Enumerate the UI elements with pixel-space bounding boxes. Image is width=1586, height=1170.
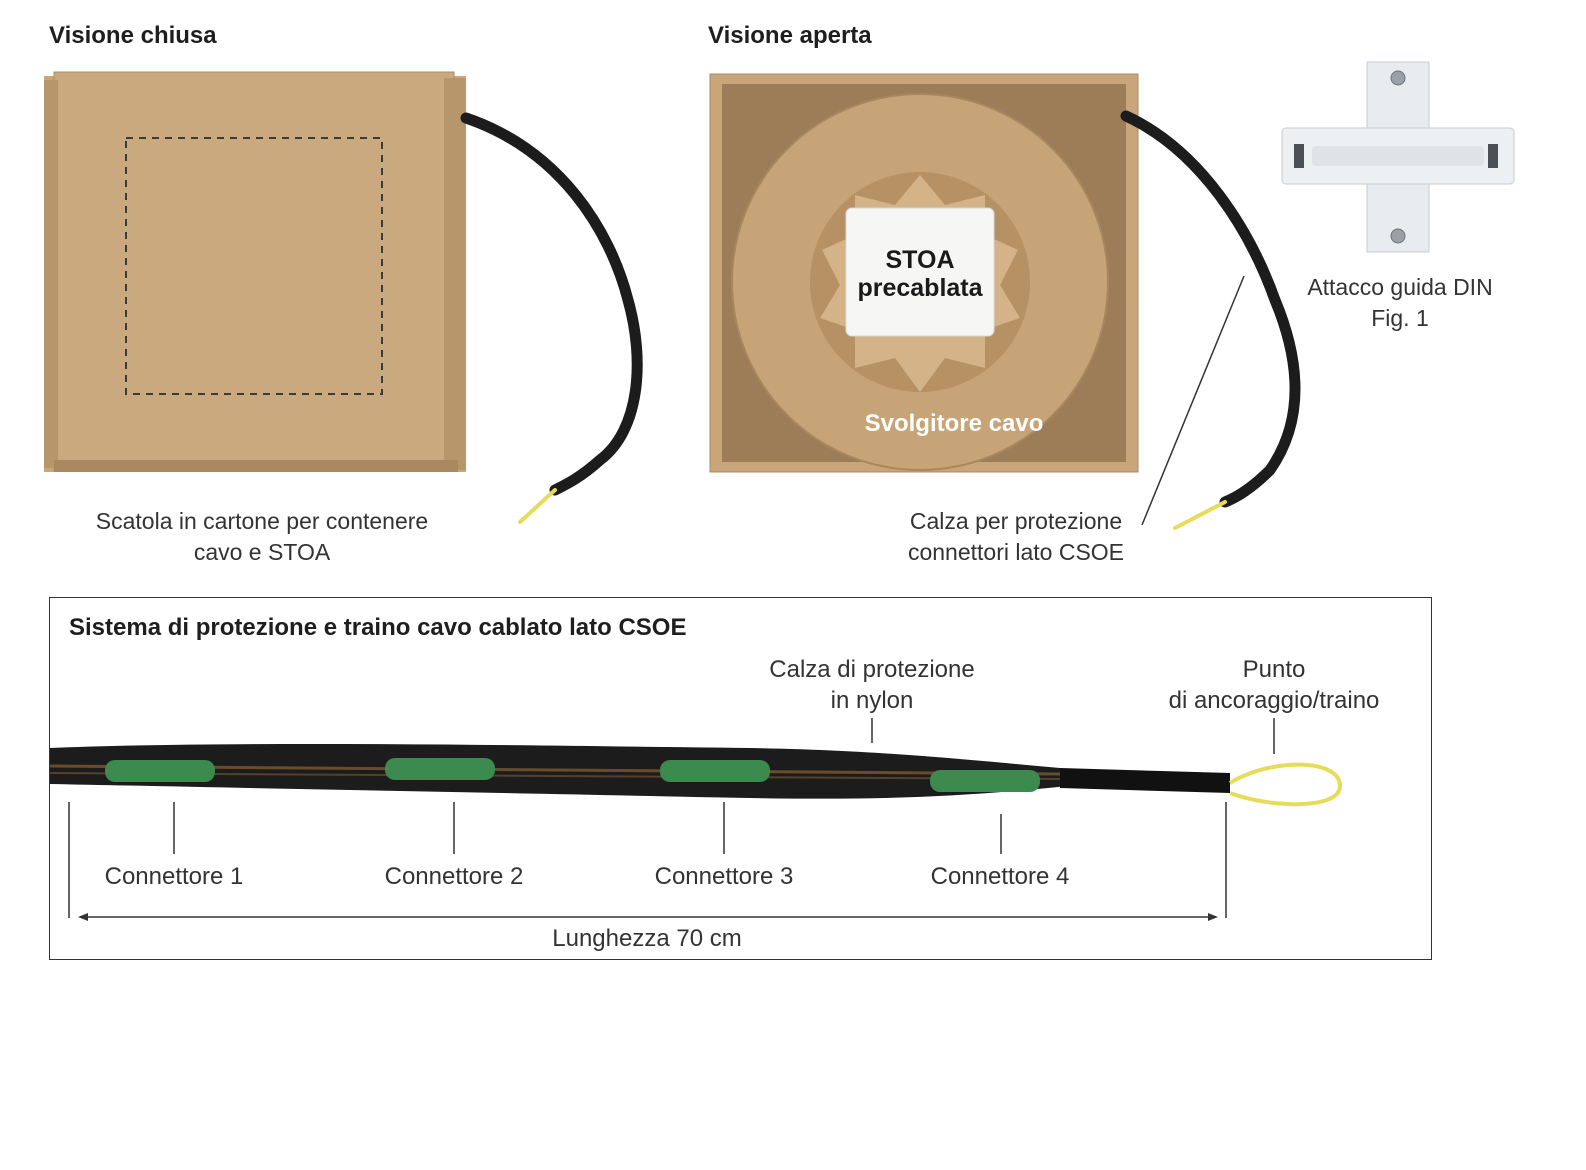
anchor-label-line1: Punto — [1242, 656, 1306, 683]
sleeve-caption-line1: Calza per protezione — [909, 508, 1123, 534]
connector-1-mark — [105, 760, 215, 782]
connector-4-mark — [930, 770, 1040, 792]
sleeve-leader-line — [1141, 275, 1245, 526]
sleeve-caption-line2: connettori lato CSOE — [907, 539, 1125, 565]
connector-3-mark — [660, 760, 770, 782]
cable-drawing — [50, 718, 1343, 921]
connector-4-label: Connettore 4 — [930, 863, 1070, 890]
length-label: Lunghezza 70 cm — [552, 925, 742, 952]
connector-3-label: Connettore 3 — [654, 863, 794, 890]
connector-2-label: Connettore 2 — [384, 863, 524, 890]
open-box-image — [709, 73, 1301, 530]
stoa-label-line1: STOA — [885, 246, 955, 274]
connector-1-label: Connettore 1 — [104, 863, 244, 890]
closed-box-caption-line1: Scatola in cartone per contenere — [95, 508, 429, 534]
sleeve-label-line2: in nylon — [830, 687, 914, 714]
open-view-heading: Visione aperta — [708, 22, 872, 49]
anchor-loop — [1228, 762, 1343, 807]
panel-title: Sistema di protezione e traino cavo cabl… — [69, 614, 687, 641]
din-bracket-image — [1281, 61, 1515, 253]
closed-view-heading: Visione chiusa — [49, 22, 217, 49]
din-label-line1: Attacco guida DIN — [1307, 274, 1493, 300]
stoa-label-line2: precablata — [857, 274, 983, 302]
connector-2-mark — [385, 758, 495, 780]
closed-box-image — [44, 71, 643, 524]
closed-box-caption-line2: cavo e STOA — [193, 539, 331, 565]
sleeve-label-line1: Calza di protezione — [769, 656, 975, 683]
product-illustrations — [44, 61, 1515, 530]
cable-system-panel: Sistema di protezione e traino cavo cabl… — [49, 597, 1432, 960]
anchor-label-line2: di ancoraggio/traino — [1168, 687, 1380, 714]
reel-label: Svolgitore cavo — [864, 410, 1044, 437]
din-label-line2: Fig. 1 — [1371, 305, 1429, 331]
